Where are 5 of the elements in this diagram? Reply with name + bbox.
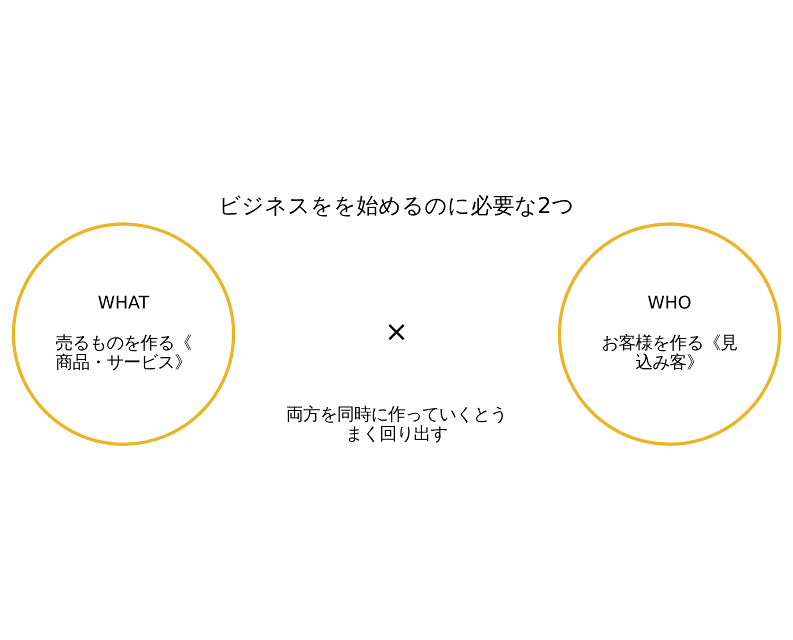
diagram-title: ビジネスをを始めるのに必要な2つ	[218, 194, 574, 219]
label: 両方を同時に作っていくとうまく回り出す	[286, 404, 507, 444]
label: ×	[384, 314, 408, 348]
node-circle: WHAT 売るものを作る《商品・サービス》	[12, 222, 236, 446]
node-circle: WHO お客様を作る《見込み客》	[558, 222, 782, 446]
